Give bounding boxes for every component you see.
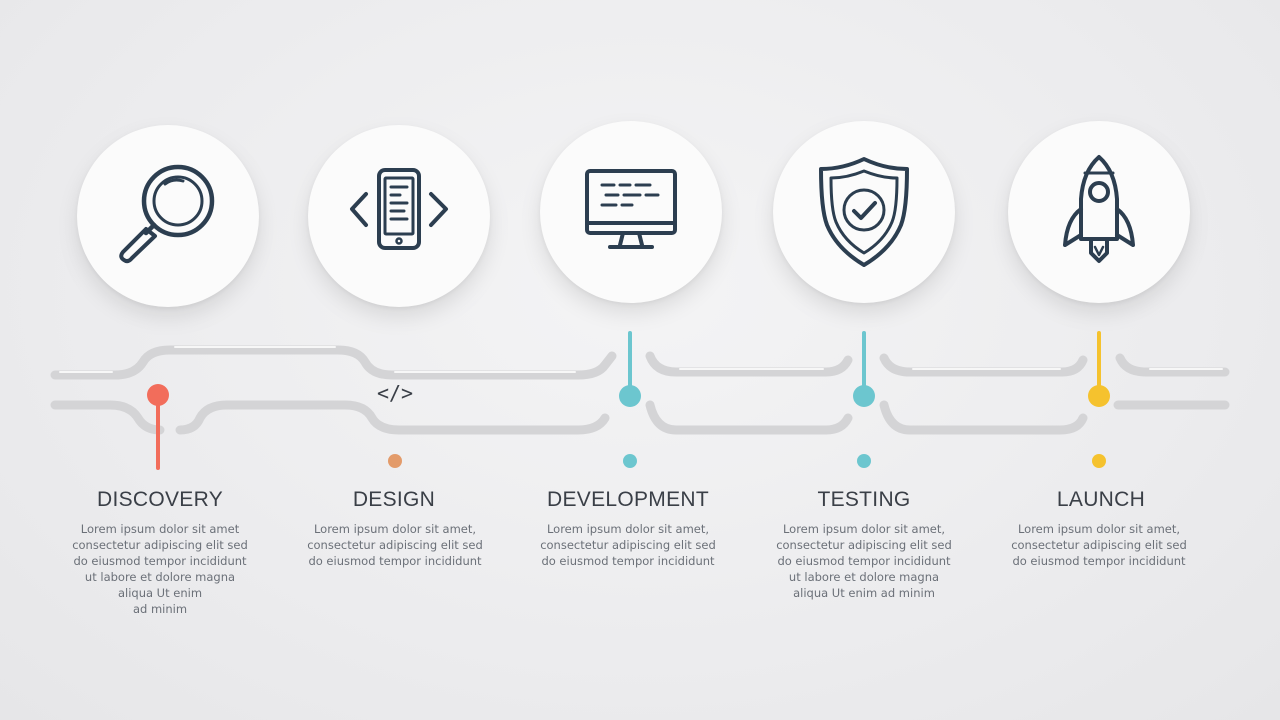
description-line: ad minim bbox=[132, 602, 188, 616]
description-line: ut labore et dolore magna bbox=[84, 570, 236, 584]
description-line: do eiusmod tempor incididunt bbox=[541, 554, 715, 568]
rocket-icon bbox=[1063, 155, 1135, 263]
stage-launch-title: LAUNCH bbox=[1056, 488, 1146, 511]
marker-launch-dot bbox=[1088, 385, 1110, 407]
stage-testing-description: Lorem ipsum dolor sit amet, consectetur … bbox=[764, 521, 964, 601]
track-upper-rail-4 bbox=[1115, 353, 1230, 377]
track-lower-rail-2 bbox=[175, 400, 610, 435]
description-line: consectetur adipiscing elit sed bbox=[1011, 538, 1187, 552]
stage-development-title: DEVELOPMENT bbox=[547, 488, 709, 511]
marker-development-dot bbox=[619, 385, 641, 407]
track-lower-rail-4 bbox=[879, 400, 1088, 435]
stage-design-title: DESIGN bbox=[352, 488, 436, 511]
stage-development-circle bbox=[540, 121, 722, 303]
description-line: Lorem ipsum dolor sit amet, bbox=[782, 522, 946, 536]
tablet-code-icon bbox=[350, 168, 448, 250]
description-line: Lorem ipsum dolor sit amet, bbox=[546, 522, 710, 536]
description-line: Lorem ipsum dolor sit amet, bbox=[1017, 522, 1181, 536]
description-line: Lorem ipsum dolor sit amet, bbox=[313, 522, 477, 536]
description-line: do eiusmod tempor incididunt bbox=[777, 554, 951, 568]
design-code-label: </> bbox=[377, 381, 413, 405]
marker-design-dot bbox=[388, 454, 402, 468]
track-upper-rail bbox=[50, 345, 617, 380]
description-line: consectetur adipiscing elit sed bbox=[72, 538, 248, 552]
track-upper-rail-3 bbox=[879, 353, 1088, 377]
stage-design-description: Lorem ipsum dolor sit amet, consectetur … bbox=[295, 521, 495, 569]
description-line: do eiusmod tempor incididunt bbox=[308, 554, 482, 568]
marker-launch-small-dot bbox=[1092, 454, 1106, 468]
stage-design-circle bbox=[308, 125, 490, 307]
marker-development-small-dot bbox=[623, 454, 637, 468]
stage-launch-circle bbox=[1008, 121, 1190, 303]
marker-discovery bbox=[147, 384, 169, 470]
description-line: do eiusmod tempor incididunt bbox=[1012, 554, 1186, 568]
shield-check-icon bbox=[819, 157, 909, 267]
track-lower-rail bbox=[50, 400, 165, 435]
marker-development bbox=[619, 331, 641, 468]
stage-testing-title: TESTING bbox=[817, 488, 911, 511]
description-line: aliqua Ut enim bbox=[117, 586, 203, 600]
marker-testing-dot bbox=[853, 385, 875, 407]
description-line: consectetur adipiscing elit sed bbox=[540, 538, 716, 552]
magnifier-icon bbox=[119, 164, 215, 264]
description-line: consectetur adipiscing elit sed bbox=[307, 538, 483, 552]
description-line: do eiusmod tempor incididunt bbox=[73, 554, 247, 568]
stage-testing-circle bbox=[773, 121, 955, 303]
stage-discovery-title: DISCOVERY bbox=[96, 488, 223, 511]
description-line: ut labore et dolore magna bbox=[788, 570, 940, 584]
description-line: Lorem ipsum dolor sit amet bbox=[80, 522, 240, 536]
description-line: aliqua Ut enim ad minim bbox=[793, 586, 935, 600]
stage-discovery-circle bbox=[77, 125, 259, 307]
marker-launch bbox=[1088, 331, 1110, 468]
monitor-icon bbox=[585, 169, 677, 249]
description-line: consectetur adipiscing elit sed bbox=[776, 538, 952, 552]
marker-discovery-dot bbox=[147, 384, 169, 406]
stage-development-description: Lorem ipsum dolor sit amet, consectetur … bbox=[528, 521, 728, 569]
stage-launch-description: Lorem ipsum dolor sit amet, consectetur … bbox=[999, 521, 1199, 569]
marker-testing bbox=[853, 331, 875, 468]
track-upper-rail-2 bbox=[645, 351, 853, 377]
marker-testing-small-dot bbox=[857, 454, 871, 468]
track-lower-rail-3 bbox=[645, 400, 853, 435]
stage-discovery-description: Lorem ipsum dolor sit amet consectetur a… bbox=[60, 521, 260, 617]
marker-design bbox=[388, 454, 402, 468]
